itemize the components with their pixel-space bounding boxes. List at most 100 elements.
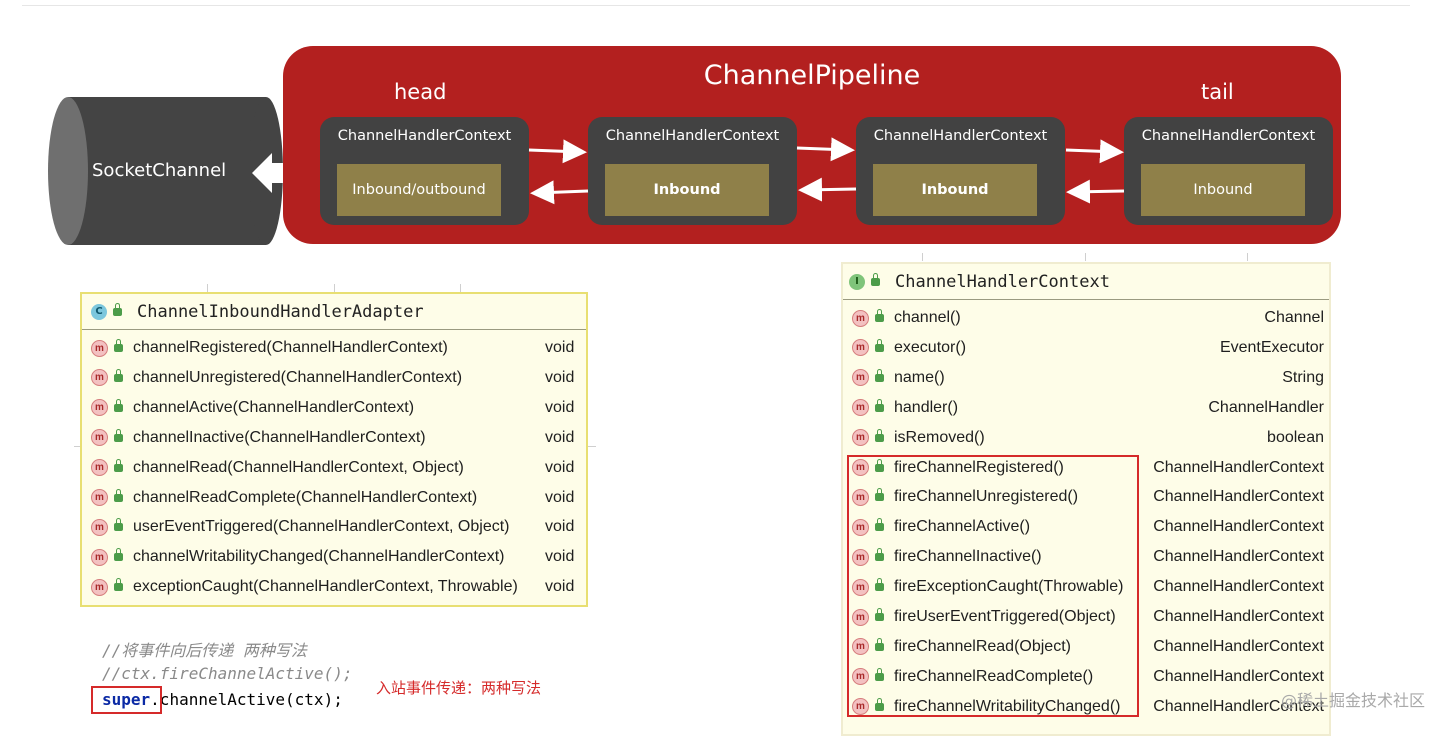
method-return-type: void: [545, 398, 575, 416]
lock-icon: [114, 488, 123, 502]
method-name: channelInactive(ChannelHandlerContext): [133, 428, 426, 446]
method-icon: m: [852, 548, 869, 566]
pipeline-title: ChannelPipeline: [703, 60, 921, 91]
lock-icon: [875, 309, 884, 322]
method-icon: m: [852, 608, 869, 626]
method-name: fireChannelActive(): [894, 518, 1031, 536]
method-name: exceptionCaught(ChannelHandlerContext, T…: [133, 578, 518, 596]
method-icon: m: [852, 459, 869, 476]
code-annotation: 入站事件传递：两种写法: [376, 679, 542, 697]
interface-header: I ChannelHandlerContext: [843, 264, 1329, 300]
method-name: channelRead(ChannelHandlerContext, Objec…: [133, 458, 464, 476]
method-name: fireChannelWritabilityChanged(): [894, 697, 1121, 715]
context-handler-type: Inbound: [873, 164, 1037, 216]
method-icon: m: [91, 489, 108, 506]
method-return-type: ChannelHandlerContext: [1153, 608, 1324, 625]
lock-icon: [875, 428, 884, 442]
context-handler-type: Inbound: [605, 164, 769, 216]
method-name: userEventTriggered(ChannelHandlerContext…: [133, 518, 510, 536]
method-row: m userEventTriggered(ChannelHandlerContex…: [82, 512, 586, 542]
lock-icon: [113, 302, 122, 316]
method-name: isRemoved(): [894, 428, 985, 446]
method-icon: m: [91, 399, 108, 417]
method-name: fireExceptionCaught(Throwable): [894, 578, 1124, 596]
context-title: ChannelHandlerContext: [873, 128, 1048, 144]
class-name: ChannelInboundHandlerAdapter: [137, 301, 424, 322]
context-handler-type: Inbound/outbound: [337, 164, 501, 216]
method-row: m fireChannelInactive() ChannelHandlerCont…: [843, 542, 1329, 572]
lock-icon: [114, 368, 123, 382]
socket-channel-label: SocketChannel: [92, 160, 227, 181]
tail-label: tail: [1201, 80, 1234, 104]
method-row: m channelActive(ChannelHandlerContext) voi…: [82, 393, 586, 423]
left-arrow-icon: [798, 177, 857, 202]
method-icon: m: [852, 488, 869, 506]
method-return-type: ChannelHandlerContext: [1153, 578, 1324, 596]
lock-icon: [114, 578, 123, 592]
code-comment-2: //ctx.fireChannelActive();: [102, 664, 353, 683]
class-icon: C: [91, 303, 107, 320]
flow-arrows: [528, 137, 1125, 205]
fire-methods-highlight: [847, 455, 1139, 717]
method-name: fireChannelRegistered(): [894, 458, 1064, 476]
lock-icon: [114, 458, 123, 472]
method-return-type: void: [545, 488, 575, 506]
socket-channel-cylinder: [48, 97, 283, 245]
method-return-type: ChannelHandlerContext: [1153, 637, 1324, 655]
method-return-type: void: [545, 518, 575, 536]
right-arrow-icon: [796, 137, 855, 162]
method-name: fireChannelRead(Object): [894, 637, 1071, 655]
top-divider: [22, 5, 1410, 6]
method-name: channelActive(ChannelHandlerContext): [133, 398, 415, 416]
super-highlight-box: [91, 686, 162, 714]
lock-icon: [871, 272, 880, 286]
method-name: handler(): [894, 398, 959, 416]
method-return-type: String: [1282, 368, 1324, 386]
method-return-type: ChannelHandlerContext: [1153, 458, 1324, 476]
method-icon: m: [91, 429, 108, 447]
lock-icon: [875, 667, 884, 681]
lock-icon: [875, 548, 884, 562]
method-name: fireChannelInactive(): [894, 548, 1042, 566]
method-icon: m: [852, 369, 869, 387]
method-return-type: ChannelHandlerContext: [1153, 697, 1324, 715]
method-return-type: ChannelHandlerContext: [1153, 548, 1324, 566]
interface-name: ChannelHandlerContext: [895, 271, 1110, 292]
lock-icon: [875, 697, 884, 711]
lock-icon: [875, 488, 884, 502]
method-icon: m: [91, 518, 108, 536]
lock-icon: [875, 458, 884, 472]
lock-icon: [875, 518, 884, 532]
context-title: ChannelHandlerContext: [605, 128, 780, 144]
lock-icon: [875, 608, 884, 621]
context-handler-type: Inbound: [1141, 164, 1305, 216]
method-return-type: void: [545, 548, 575, 566]
method-row: m fireChannelRegistered() ChannelHandlerCo…: [843, 453, 1329, 483]
method-icon: m: [852, 668, 869, 686]
code-line: super.channelActive(ctx);: [102, 690, 343, 709]
head-label: head: [394, 80, 447, 104]
lock-icon: [875, 338, 884, 352]
method-return-type: ChannelHandlerContext: [1153, 667, 1324, 685]
class-header: C ChannelInboundHandlerAdapter: [82, 294, 586, 330]
method-icon: m: [852, 518, 869, 536]
